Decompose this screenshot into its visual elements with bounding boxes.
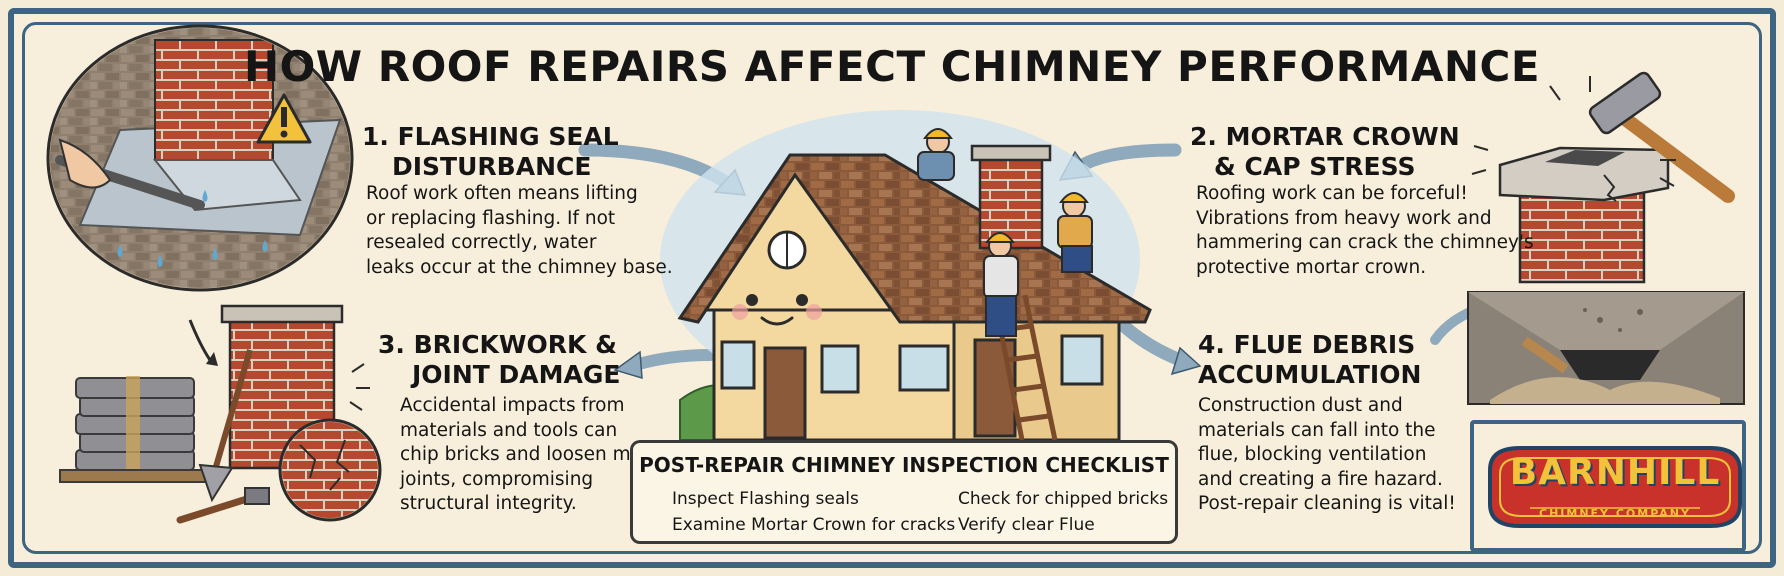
checklist-item: Check for chipped bricks <box>958 489 1169 509</box>
section-2-body-line: Roofing work can be forceful! <box>1196 183 1468 204</box>
section-3-body-line: joints, compromising <box>400 468 594 490</box>
section-4-heading: 4. FLUE DEBRIS ACCUMULATION <box>1198 330 1421 390</box>
roofer-2 <box>1057 192 1093 273</box>
section-1-body-line: leaks occur at the chimney base. <box>366 256 673 278</box>
section-1-heading-line-1: 1. FLASHING SEAL <box>362 122 619 151</box>
section-2-heading: 2. MORTAR CROWN & CAP STRESS <box>1190 122 1460 182</box>
crown-illustration <box>1471 71 1735 284</box>
section-2-body-line: Vibrations from heavy work and <box>1196 207 1492 229</box>
section-2-body-line: hammering can crack the chimney's <box>1196 232 1534 253</box>
section-4-heading-line-1: 4. FLUE DEBRIS <box>1198 330 1416 359</box>
section-4-body-line: materials can fall into the <box>1198 419 1436 441</box>
section-3-body: Accidental impacts from materials and to… <box>400 394 676 517</box>
logo-name: BARNHILL <box>1509 452 1721 493</box>
arrow-section-3 <box>613 349 716 380</box>
house-illustration <box>660 110 1152 442</box>
section-2-heading-line-2: & CAP STRESS <box>1214 152 1416 181</box>
section-3-heading-line-2: JOINT DAMAGE <box>412 360 621 389</box>
checklist-item: Verify clear Flue <box>958 515 1095 535</box>
section-4-body-line: and creating a fire hazard. <box>1198 468 1443 490</box>
section-3-body-line: materials and tools can <box>400 419 618 441</box>
section-4-heading-line-2: ACCUMULATION <box>1198 360 1422 389</box>
section-1-body-line: resealed correctly, water <box>366 232 597 253</box>
section-3-body-line: chip bricks and loosen mortar <box>400 444 676 465</box>
section-1-heading-line-2: DISTURBANCE <box>392 152 592 181</box>
section-1-body-line: Roof work often means lifting <box>366 183 638 204</box>
trowel-icon <box>198 349 253 503</box>
checklist-title: POST-REPAIR CHIMNEY INSPECTION CHECKLIST <box>639 453 1169 477</box>
section-3-body-line: Accidental impacts from <box>400 395 625 416</box>
section-2-body-line: protective mortar crown. <box>1196 256 1427 278</box>
section-1-body-line: or replacing flashing. If not <box>366 207 616 229</box>
section-2-body: Roofing work can be forceful! Vibrations… <box>1196 182 1534 280</box>
flashing-vignette <box>46 24 354 292</box>
inspection-checklist: POST-REPAIR CHIMNEY INSPECTION CHECKLIST <box>630 440 1178 544</box>
brickwork-illustration <box>59 304 382 524</box>
roofer-1 <box>917 128 955 181</box>
roofer-3 <box>983 232 1019 337</box>
hammer-icon <box>1588 71 1735 203</box>
page-title: HOW ROOF REPAIRS AFFECT CHIMNEY PERFORMA… <box>243 42 1541 91</box>
section-4-body-line: Construction dust and <box>1198 395 1403 416</box>
section-3-body-line: structural integrity. <box>400 493 577 514</box>
flue-illustration <box>1467 291 1745 405</box>
section-1-heading: 1. FLASHING SEAL DISTURBANCE <box>362 122 619 182</box>
section-3-heading: 3. BRICKWORK & JOINT DAMAGE <box>378 330 620 390</box>
section-3-heading-line-1: 3. BRICKWORK & <box>378 330 617 359</box>
section-1-body: Roof work often means lifting or replaci… <box>366 182 673 280</box>
section-2-heading-line-1: 2. MORTAR CROWN <box>1190 122 1460 151</box>
section-4-body: Construction dust and materials can fall… <box>1198 394 1456 517</box>
section-4-body-line: flue, blocking ventilation <box>1198 444 1427 465</box>
inner-frame <box>22 22 1762 554</box>
logo-tagline: CHIMNEY COMPANY <box>1539 507 1691 520</box>
checklist-item: Inspect Flashing seals <box>672 489 859 509</box>
checklist-item: Examine Mortar Crown for cracks <box>672 515 956 535</box>
section-4-body-line: Post-repair cleaning is vital! <box>1198 493 1456 514</box>
warning-icon <box>256 93 312 144</box>
